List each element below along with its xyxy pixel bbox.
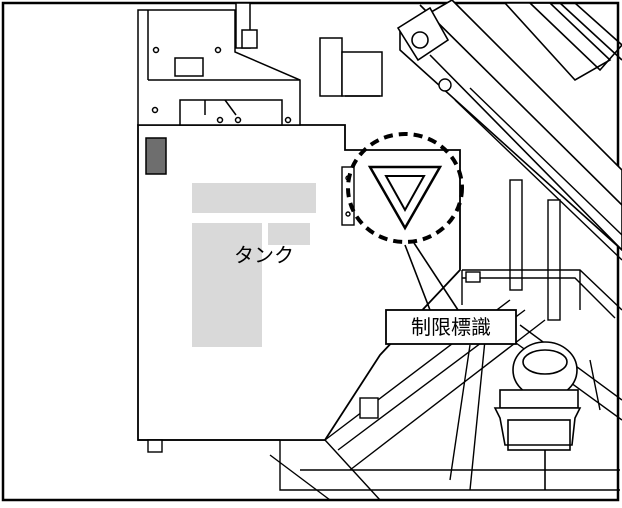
restriction-sign-label: 制限標識 [411, 315, 491, 339]
top-mechanism [137, 2, 383, 126]
restriction-sign-callout-box [385, 309, 517, 345]
callout-leader [404, 242, 459, 311]
cabinet-window [145, 137, 167, 175]
tank-label: タンク [234, 243, 294, 267]
inverted-triangle-icon [367, 165, 443, 231]
cabinet-feet [138, 439, 280, 453]
bottom-chute [269, 397, 620, 501]
upper-right-arm [396, 0, 622, 252]
bottom-roller-assembly [493, 341, 582, 490]
dashed-circle-highlight [346, 132, 464, 244]
inner-diagonal-chute [438, 78, 622, 321]
tank-shape [192, 183, 316, 347]
